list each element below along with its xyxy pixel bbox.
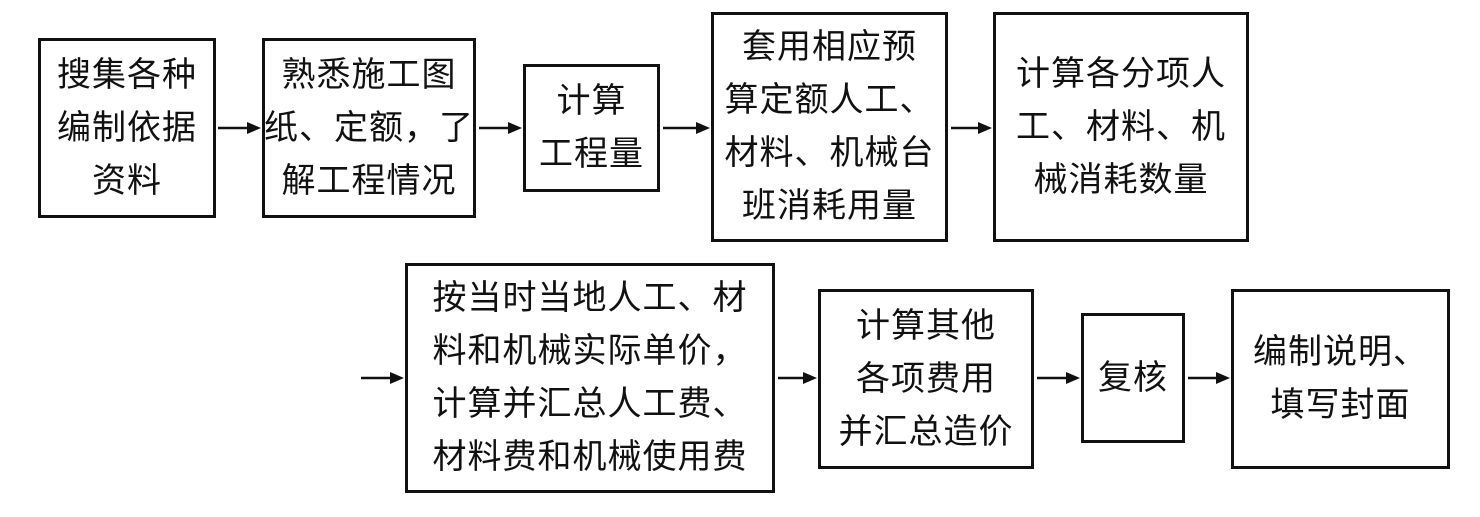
step-apply-norms-line-4: 班消耗用量 [742,186,917,226]
step-familiarize-line-1: 熟悉施工图 [281,54,457,95]
arrowhead-prices-to-other-costs [803,372,817,384]
step-apply-norms-line-1: 套用相应预 [742,27,917,67]
step-finalize-line-2: 填写封面 [1270,385,1411,425]
arrowhead-quantity-to-apply-norms [696,122,710,134]
step-prices-box: 按当时当地人工、材 料和机械实际单价， 计算并汇总人工费、 材料费和机械使用费 [405,263,775,493]
arrowhead-review-to-finalize [1216,372,1230,384]
step-review-text: 复核 [1098,352,1168,405]
step-collect-line-3: 资料 [92,160,162,201]
step-prices-line-4: 材料费和机械使用费 [432,437,748,477]
step-quantity-box: 计算 工程量 [523,64,660,192]
step-consumption-line-3: 械消耗数量 [1033,159,1209,200]
step-familiarize-line-2: 纸、定额，了 [264,107,474,148]
arrowhead-other-costs-to-review [1066,372,1080,384]
step-apply-norms-line-3: 材料、机械台 [724,133,935,173]
step-quantity-line-1: 计算 [556,81,627,121]
step-collect-line-1: 搜集各种 [57,54,197,95]
step-quantity-text: 计算 工程量 [539,75,644,181]
step-quantity-line-2: 工程量 [539,134,644,174]
step-consumption-box: 计算各分项人 工、材料、机 械消耗数量 [993,12,1249,242]
step-prices-line-1: 按当时当地人工、材 [432,278,748,318]
arrowhead-collect-to-familiarize [247,122,261,134]
step-apply-norms-box: 套用相应预 算定额人工、 材料、机械台 班消耗用量 [711,12,948,242]
step-consumption-line-2: 工、材料、机 [1016,106,1226,147]
step-review-line-1: 复核 [1098,357,1168,398]
step-familiarize-box: 熟悉施工图 纸、定额，了 解工程情况 [262,38,476,218]
arrowhead-apply-norms-to-consumption [978,122,992,134]
step-other-costs-line-2: 各项费用 [856,358,996,399]
step-other-costs-line-3: 并汇总造价 [838,411,1014,452]
step-review-box: 复核 [1081,313,1185,443]
step-collect-text: 搜集各种 编制依据 资料 [57,49,197,208]
step-other-costs-text: 计算其他 各项费用 并汇总造价 [839,300,1014,459]
step-apply-norms-text: 套用相应预 算定额人工、 材料、机械台 班消耗用量 [725,21,935,233]
step-finalize-line-1: 编制说明、 [1253,332,1428,372]
step-collect-line-2: 编制依据 [57,107,197,148]
step-prices-text: 按当时当地人工、材 料和机械实际单价， 计算并汇总人工费、 材料费和机械使用费 [433,272,748,484]
step-familiarize-line-3: 解工程情况 [281,160,457,201]
step-finalize-text: 编制说明、 填写封面 [1253,326,1428,432]
step-prices-line-2: 料和机械实际单价， [432,331,748,371]
arrowhead-familiarize-to-quantity [508,122,522,134]
step-consumption-text: 计算各分项人 工、材料、机 械消耗数量 [1016,48,1226,207]
step-apply-norms-line-2: 算定额人工、 [724,80,935,120]
step-familiarize-text: 熟悉施工图 纸、定额，了 解工程情况 [264,49,474,208]
step-finalize-box: 编制说明、 填写封面 [1231,289,1450,469]
arrowhead-consumption-to-prices [390,372,404,384]
step-consumption-line-1: 计算各分项人 [1016,53,1226,94]
step-collect-box: 搜集各种 编制依据 资料 [38,38,216,218]
step-other-costs-line-1: 计算其他 [856,305,996,346]
step-other-costs-box: 计算其他 各项费用 并汇总造价 [818,289,1034,469]
step-prices-line-3: 计算并汇总人工费、 [432,384,748,424]
